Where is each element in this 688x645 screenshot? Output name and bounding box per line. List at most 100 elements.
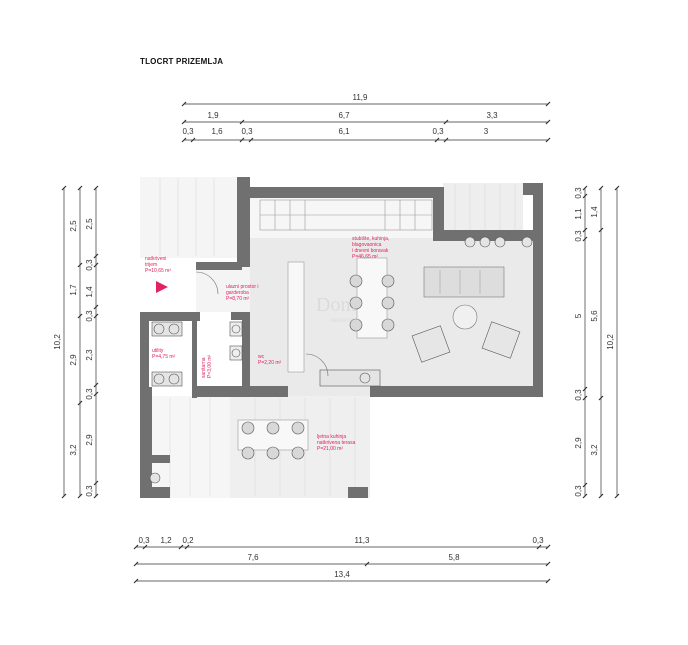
dim-top-r2-0: 1,9 (207, 111, 219, 120)
door-swing-entry (195, 271, 219, 295)
room-living-line2: blagovaonica (352, 242, 382, 248)
armchair-left (411, 325, 451, 363)
door-swing-wc (305, 353, 329, 377)
dim-left-r3-0: 2,5 (85, 218, 94, 230)
kitchen-island (287, 261, 305, 373)
dim-top-total: 11,9 (353, 93, 369, 102)
wall-utility-top (140, 312, 200, 321)
wall-sanitary-top (231, 312, 242, 320)
dim-right-r2-1: 5,6 (590, 310, 599, 322)
dim-left-r3-5: 0,3 (85, 388, 94, 400)
dimension-labels: 11,9 1,9 6,7 3,3 0,3 1,6 0,3 6,1 0,3 3 0… (53, 93, 615, 579)
dim-right-r3-2: 0,3 (574, 230, 583, 242)
room-entry-line1: ulazni prostor i (226, 284, 259, 290)
walls (140, 177, 543, 498)
terrace-plant (149, 472, 161, 484)
dim-right-r3-6: 0,3 (574, 485, 583, 497)
dim-left-r3-1: 0,3 (85, 259, 94, 271)
dim-right-r2-0: 1,4 (590, 206, 599, 218)
terrace-stools (464, 236, 533, 248)
armchair-right (481, 321, 521, 359)
dim-top-r3-2: 0,3 (241, 127, 253, 136)
terrace-chairs (241, 421, 305, 460)
entry-floor (196, 264, 250, 312)
dim-bot-r1-2: 0,2 (182, 536, 194, 545)
stair-floor (250, 198, 440, 238)
dim-top-r2-2: 3,3 (486, 111, 498, 120)
dining-chairs (349, 274, 395, 332)
dim-left-r3-2: 1,4 (85, 286, 94, 298)
dim-right-r3-4: 0,3 (574, 389, 583, 401)
dim-right-r3-0: 0,3 (574, 187, 583, 199)
wall-bottom-right (370, 386, 543, 397)
sofa (423, 266, 505, 298)
room-utility-line1: utility (152, 348, 164, 354)
dim-bot-total: 13,4 (334, 570, 350, 579)
wall-wc-left (242, 312, 250, 396)
bathroom-fixtures (229, 321, 243, 361)
dim-top-r3-0: 0,3 (182, 127, 194, 136)
wall-left-bottom (140, 387, 152, 398)
dim-left-r3-4: 2,3 (85, 349, 94, 361)
dim-top-r3-4: 0,3 (432, 127, 444, 136)
dim-right-r3-5: 2,9 (574, 437, 583, 449)
room-utility-area: P=4,75 m² (152, 354, 176, 360)
dim-bot-r1-3: 11,3 (355, 536, 371, 545)
wall-bottom-left (196, 386, 250, 397)
dim-right-r3-3: 5 (574, 313, 583, 318)
wall-right (533, 183, 543, 396)
dim-left-total: 10,2 (53, 334, 62, 350)
dim-top-r3-3: 6,1 (338, 127, 350, 136)
dim-left-r2-1: 1,7 (69, 284, 78, 296)
watermark-text: Dom (316, 294, 356, 316)
room-living-area: P=46,65 m² (352, 254, 378, 260)
wall-bottom-corner (348, 487, 368, 498)
room-living-line1: stubište, kuhinja, (352, 236, 389, 242)
room-living-line3: i dnevni boravak (352, 248, 389, 254)
wall-terrace-stub (150, 455, 170, 463)
wall-left-corner (140, 487, 170, 498)
dim-left-r2-2: 2,9 (69, 354, 78, 366)
utility-appliances (151, 321, 183, 387)
room-porch-line1: natkriveni (145, 256, 166, 262)
stairs (259, 199, 433, 231)
page-title: TLOCRT PRIZEMLJA (140, 57, 224, 66)
room-porch-area: P=10,65 m² (145, 268, 171, 274)
porch-floor (140, 177, 237, 258)
entrance-arrow-icon (156, 281, 168, 293)
dim-left-r2-0: 2,5 (69, 220, 78, 232)
dim-top-r3-1: 1,6 (211, 127, 223, 136)
top-terrace-floor (443, 183, 523, 230)
wall-porch-right (237, 177, 250, 267)
wall-entry-top (196, 262, 242, 270)
dim-top-r2-1: 6,7 (338, 111, 350, 120)
furniture (149, 236, 533, 484)
room-porch-line2: trijem (145, 262, 157, 268)
room-sanitary-area: P=3,00 m² (207, 354, 213, 378)
wall-utility-right (192, 312, 197, 398)
watermark-sub: nekretnine (330, 318, 359, 324)
dim-left-r2-3: 3,2 (69, 444, 78, 456)
watermark: Dom nekretnine (316, 294, 359, 324)
dim-top-r3-5: 3 (484, 127, 489, 136)
dim-bot-r1-4: 0,3 (532, 536, 544, 545)
room-terrace-line2: natkrivena terasa (317, 440, 356, 446)
dim-bot-r1-1: 1,2 (160, 536, 172, 545)
wall-terrace-bottom (433, 230, 543, 241)
room-entry-line2: garderoba (226, 290, 249, 296)
dim-left-r3-6: 2,9 (85, 434, 94, 446)
room-sanitary-line1: sanitarna (201, 357, 207, 378)
dim-right-r2-2: 3,2 (590, 444, 599, 456)
room-labels: natkriveni trijem P=10,65 m² ulazni pros… (145, 236, 389, 452)
room-wc-area: P=2,20 m² (258, 360, 282, 366)
wall-top (237, 187, 441, 198)
dim-left-r3-7: 0,3 (85, 485, 94, 497)
room-entry-area: P=8,70 m² (226, 296, 250, 302)
wall-left-lower (140, 398, 152, 498)
coffee-table (452, 304, 478, 330)
dim-left-r3-3: 0,3 (85, 310, 94, 322)
room-terrace-area: P=21,00 m² (317, 446, 343, 452)
wall-left (140, 312, 149, 398)
wall-top-right-seg (433, 187, 444, 232)
